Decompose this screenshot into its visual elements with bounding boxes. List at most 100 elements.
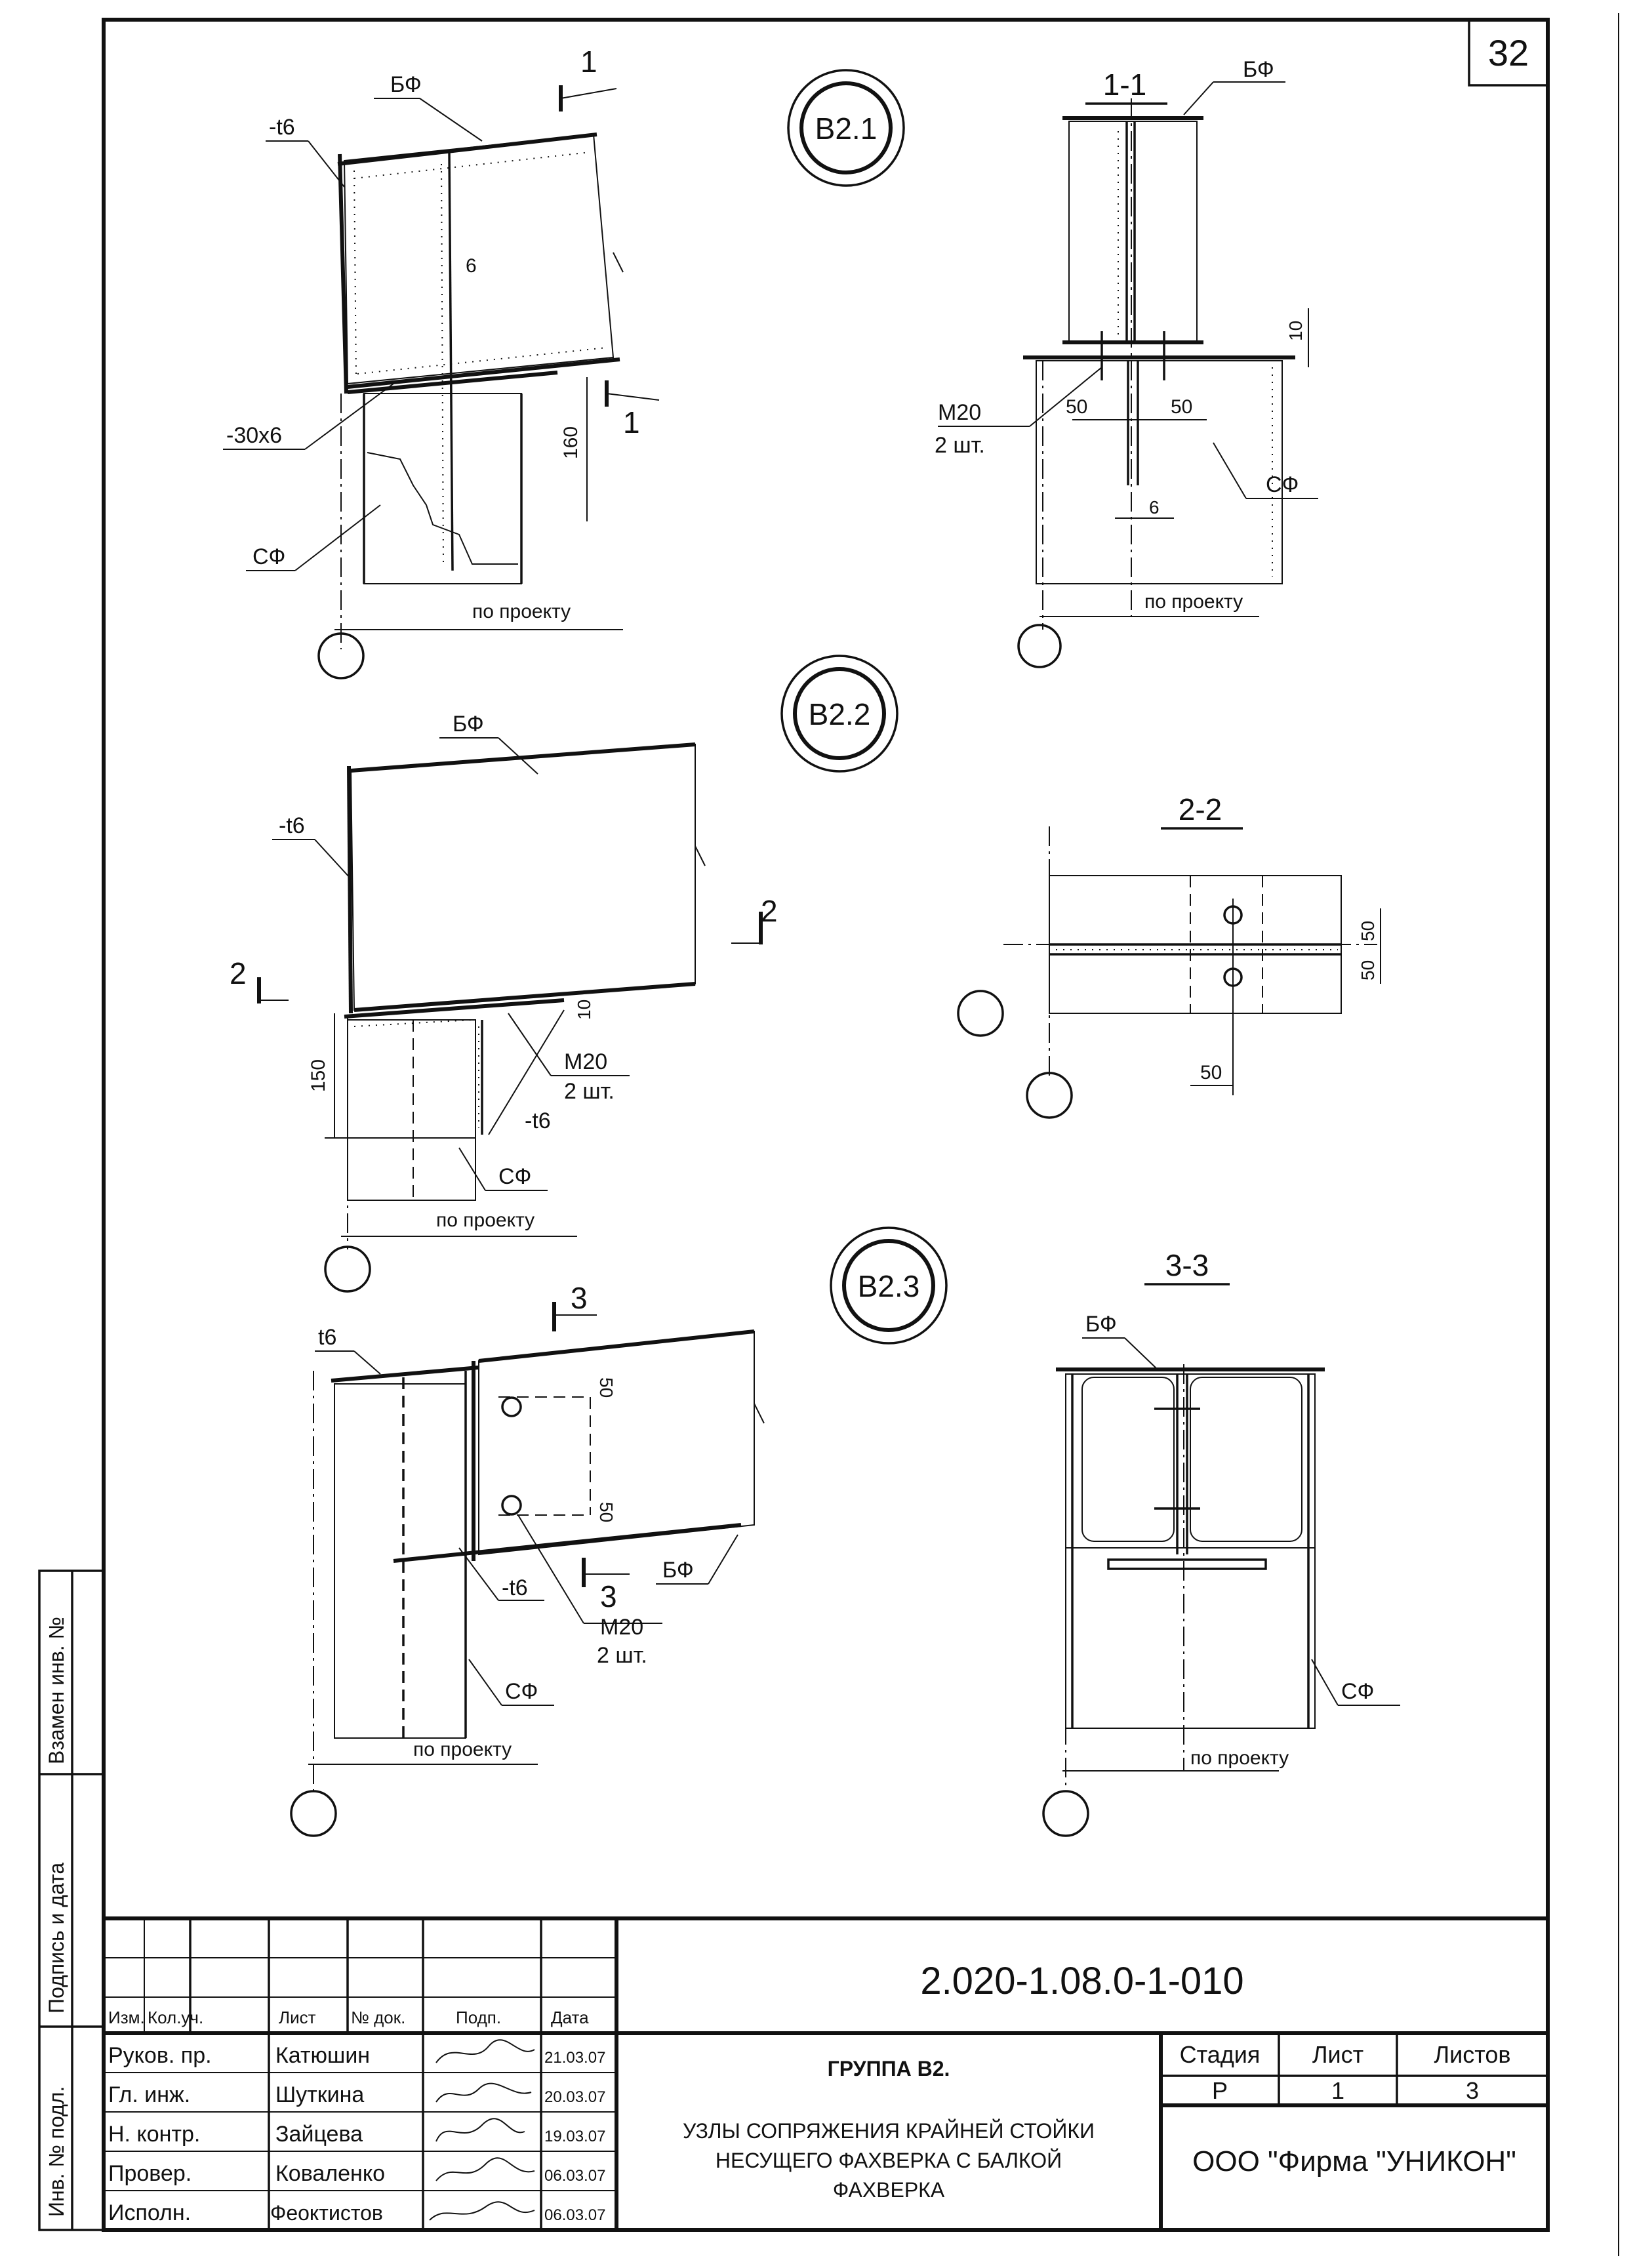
callout-ring-outer bbox=[780, 655, 898, 773]
plate2-label: -t6 bbox=[502, 1575, 528, 1600]
cap-plate bbox=[347, 371, 558, 394]
section-1-top-label: 1 bbox=[580, 45, 597, 79]
sheet-value: 1 bbox=[1331, 2077, 1344, 2104]
leader-beam bbox=[419, 98, 483, 142]
leader-bolt bbox=[1029, 367, 1102, 427]
leader-plate2 bbox=[488, 1009, 565, 1135]
bolt-top bbox=[501, 1396, 522, 1417]
ref-label: по проекту bbox=[1144, 591, 1243, 613]
beam-web-area bbox=[1068, 121, 1198, 342]
leader-column bbox=[458, 1147, 486, 1191]
hdr-izm: Изм. bbox=[108, 2008, 145, 2027]
person-date: 21.03.07 bbox=[544, 2049, 605, 2067]
beam-label: БФ bbox=[662, 1558, 694, 1583]
leader-plate bbox=[314, 839, 352, 880]
leader-strip bbox=[304, 383, 394, 450]
detail-b2-3: В2.3 по проекту 50 50 3 3 bbox=[290, 1226, 948, 1837]
column-body bbox=[1036, 360, 1283, 584]
beam-label: БФ bbox=[1243, 57, 1274, 82]
detail-b2-2: В2.2 150 по проекту 10 2 2 БФ bbox=[230, 655, 898, 1293]
dim-left-label: 50 bbox=[1066, 396, 1087, 418]
bottom-plate bbox=[1107, 1558, 1267, 1570]
dim-c-label: 50 bbox=[1200, 1062, 1222, 1083]
leader-plate bbox=[353, 1350, 381, 1375]
cap-plate bbox=[344, 998, 565, 1019]
callout-ring-outer bbox=[787, 69, 905, 187]
weld-hatch-mid bbox=[441, 163, 444, 565]
person-date: 20.03.07 bbox=[544, 2088, 605, 2106]
person-name: Катюшин bbox=[275, 2043, 370, 2068]
description-line2: НЕСУЩЕГО ФАХВЕРКА С БАЛКОЙ bbox=[716, 2149, 1062, 2172]
dim-gap-label: 10 bbox=[574, 1000, 594, 1020]
dim-a-label: 50 bbox=[1358, 921, 1378, 941]
beam-label: БФ bbox=[1085, 1312, 1117, 1337]
column-label: СФ bbox=[505, 1679, 538, 1704]
weld-hatch-left bbox=[353, 170, 357, 378]
section-title: 1-1 bbox=[1103, 68, 1146, 102]
break-line bbox=[367, 452, 518, 565]
side-stamp: Взамен инв. № Подпись и дата Инв. № подл… bbox=[38, 1569, 105, 2231]
bolt-label: М20 bbox=[938, 400, 981, 425]
axis-bubble bbox=[317, 632, 365, 679]
axis-bubble-bottom bbox=[1026, 1072, 1073, 1119]
leader-bolt bbox=[508, 1013, 552, 1076]
section-1-bottom-label: 1 bbox=[623, 405, 640, 439]
hdr-doc: № док. bbox=[351, 2008, 405, 2027]
stage-label: Стадия bbox=[1180, 2041, 1261, 2068]
ref-label: по проекту bbox=[472, 601, 571, 622]
leader-plate bbox=[308, 140, 345, 188]
beam-bottom-flange bbox=[353, 982, 696, 1012]
person-role: Провер. bbox=[108, 2161, 192, 2186]
beam-bottom-flange bbox=[347, 357, 620, 389]
leader-beam bbox=[498, 737, 538, 775]
sheet-number-box bbox=[1468, 18, 1549, 87]
callout-label: В2.2 bbox=[809, 697, 871, 731]
column-body bbox=[347, 1019, 476, 1201]
beam-bottom-flange bbox=[393, 1523, 742, 1563]
leader-beam bbox=[1183, 81, 1214, 115]
sheet-label: Лист bbox=[1312, 2041, 1363, 2068]
signature bbox=[435, 2039, 535, 2063]
hdr-date: Дата bbox=[551, 2008, 589, 2027]
beam-label: БФ bbox=[390, 72, 422, 97]
section-3-top-label: 3 bbox=[571, 1281, 588, 1315]
dim-b-label: 50 bbox=[596, 1502, 616, 1522]
column-label: СФ bbox=[1341, 1679, 1374, 1704]
hdr-list: Лист bbox=[279, 2008, 316, 2027]
person-role: Н. контр. bbox=[108, 2122, 200, 2147]
beam-label: БФ bbox=[453, 712, 484, 737]
stage-value: Р bbox=[1212, 2077, 1228, 2104]
axis-bubble-left bbox=[957, 990, 1004, 1037]
person-role: Гл. инж. bbox=[108, 2082, 190, 2107]
detail-b2-1: В2.1 по проекту 160 1 1 bbox=[223, 45, 905, 679]
company-name: ООО "Фирма "УНИКОН" bbox=[1192, 2145, 1516, 2177]
plate-label: -t6 bbox=[269, 115, 295, 140]
bolt-qty-label: 2 шт. bbox=[935, 433, 985, 458]
hdr-podp: Подп. bbox=[456, 2008, 501, 2027]
weld-label: 6 bbox=[1149, 497, 1160, 517]
sheet-number: 32 bbox=[1488, 32, 1529, 73]
bolt-bottom bbox=[501, 1495, 522, 1516]
section-3-bottom-label: 3 bbox=[600, 1579, 617, 1613]
section-title: 3-3 bbox=[1165, 1248, 1209, 1282]
section-2-2: 2-2 50 50 50 bbox=[957, 792, 1381, 1119]
plate-label: -t6 bbox=[279, 813, 305, 838]
bolt-qty-label: 2 шт. bbox=[597, 1643, 647, 1668]
hdr-kol: Кол.уч. bbox=[148, 2008, 203, 2027]
beam-break bbox=[754, 1403, 765, 1424]
leader-column bbox=[1311, 1659, 1339, 1706]
person-role: Исполн. bbox=[108, 2200, 191, 2225]
section-1-1: 1-1 50 50 10 по проекту 6 bbox=[935, 57, 1318, 668]
beam-web-line bbox=[448, 152, 454, 571]
signature bbox=[435, 2157, 535, 2181]
ref-label: по проекту bbox=[436, 1209, 535, 1231]
plate2-label: -t6 bbox=[525, 1108, 551, 1133]
leader-bolt bbox=[517, 1514, 584, 1624]
leader-column bbox=[468, 1659, 502, 1706]
dim-160-label: 160 bbox=[560, 426, 582, 459]
beam-top-flange bbox=[350, 742, 696, 773]
leader-column bbox=[294, 504, 381, 571]
signature bbox=[435, 2082, 532, 2103]
ref-label: по проекту bbox=[1190, 1747, 1289, 1769]
